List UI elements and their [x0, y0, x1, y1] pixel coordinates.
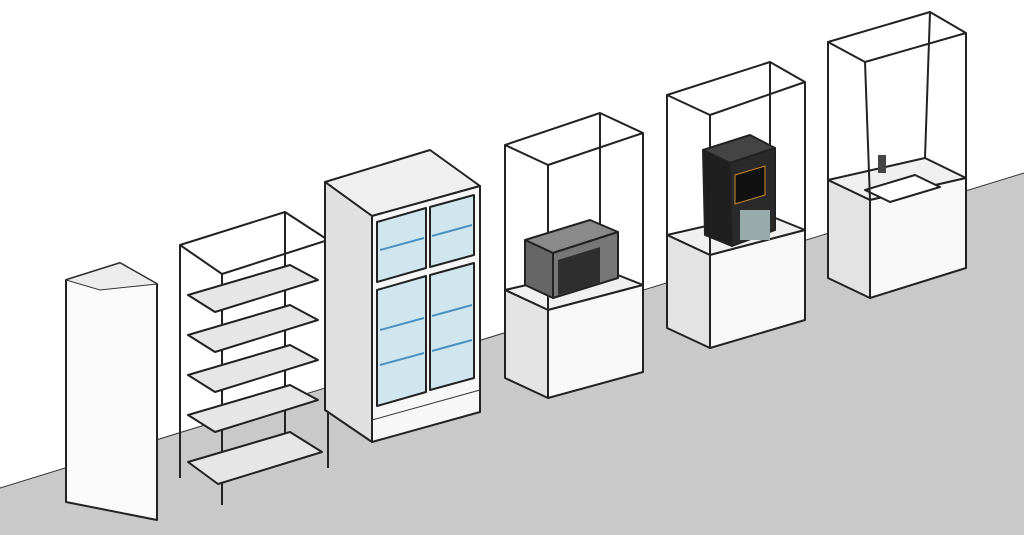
- coffee-machine: [702, 134, 776, 247]
- lower-left-glass-door: [376, 275, 427, 407]
- microwave-display-stand: [504, 112, 644, 399]
- panel: [64, 262, 159, 521]
- lower-right-glass-door: [429, 262, 475, 391]
- touchscreen: [734, 165, 766, 205]
- faucet: [878, 155, 886, 173]
- sink-basin: [864, 174, 941, 203]
- microwave: [524, 219, 619, 299]
- glass-door-refrigerator: [324, 149, 481, 443]
- open-shelving-unit: [179, 211, 329, 505]
- coffee-machine-display-stand: [666, 61, 806, 349]
- sink-display-stand: [827, 11, 967, 299]
